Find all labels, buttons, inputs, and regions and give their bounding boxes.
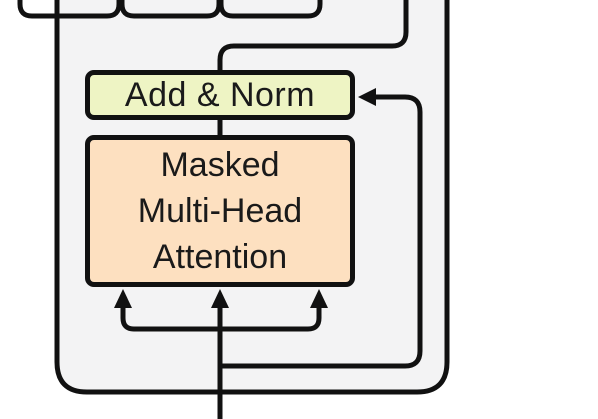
residual-connection-line xyxy=(220,94,423,369)
input-branch-line xyxy=(120,300,322,332)
attention-label-line-3: Attention xyxy=(152,238,288,276)
attention-label-line-1: Masked xyxy=(160,146,280,184)
top-block-right xyxy=(218,0,323,19)
left-arrowhead xyxy=(114,289,132,308)
add-norm-label: Add & Norm xyxy=(124,75,316,114)
center-arrowhead xyxy=(211,289,229,308)
masked-multi-head-attention-block: Masked Multi-Head Attention xyxy=(85,135,355,287)
residual-arrowhead xyxy=(358,88,376,106)
right-arrowhead xyxy=(310,289,328,308)
add-norm-output-line xyxy=(217,0,409,72)
top-block-left xyxy=(17,0,122,19)
top-block-middle xyxy=(119,0,222,19)
attention-label-line-2: Multi-Head xyxy=(137,192,303,230)
add-norm-block: Add & Norm xyxy=(85,70,355,120)
